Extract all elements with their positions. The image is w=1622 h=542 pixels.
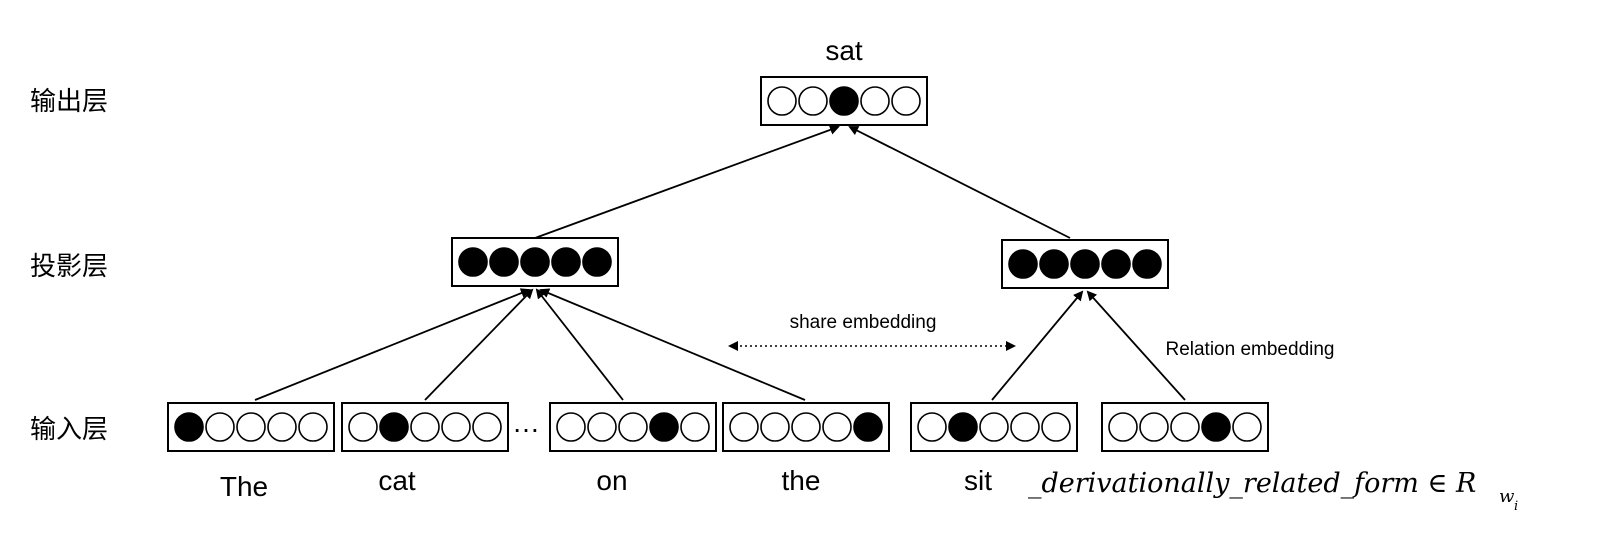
input-vector-sit-empty-cell <box>1041 412 1071 442</box>
projection-vector-right-filled-cell <box>1039 249 1069 279</box>
input-vector-the-empty-cell <box>267 412 297 442</box>
input-vector-the-lower-empty-cell <box>791 412 821 442</box>
output-vector-filled-cell <box>829 86 859 116</box>
output-vector-empty-cell <box>860 86 890 116</box>
projection-layer-label: 投影层 <box>30 252 108 282</box>
input-vector-cat-filled-cell <box>379 412 409 442</box>
formula-subscript-w: w <box>1499 486 1515 507</box>
input-vector-on <box>549 402 717 452</box>
input-word-sit: sit <box>964 465 992 496</box>
projection-vector-right-filled-cell <box>1101 249 1131 279</box>
arrow-proj-left-to-output <box>534 125 840 239</box>
input-vector-relation-empty-cell <box>1170 412 1200 442</box>
input-vector-on-filled-cell <box>649 412 679 442</box>
input-vector-cat-empty-cell <box>472 412 502 442</box>
input-vector-sit-filled-cell <box>948 412 978 442</box>
arrow-the-to-proj-left <box>254 288 531 401</box>
input-word-on: on <box>596 465 627 496</box>
input-vector-cat-empty-cell <box>441 412 471 442</box>
ellipsis: … <box>512 407 540 438</box>
projection-vector-left-filled-cell <box>458 247 488 277</box>
input-vector-sit-empty-cell <box>917 412 947 442</box>
projection-vector-right-filled-cell <box>1070 249 1100 279</box>
input-vector-the-lower-empty-cell <box>822 412 852 442</box>
input-vector-the <box>167 402 335 452</box>
input-vector-sit-empty-cell <box>1010 412 1040 442</box>
input-word-cat: cat <box>378 465 416 496</box>
projection-vector-left-filled-cell <box>489 247 519 277</box>
arrow-cat-to-proj-left <box>424 288 534 401</box>
output-vector-empty-cell <box>767 86 797 116</box>
input-vector-on-empty-cell <box>618 412 648 442</box>
input-vector-cat-empty-cell <box>348 412 378 442</box>
input-vector-on-empty-cell <box>587 412 617 442</box>
input-word-the: The <box>220 471 268 502</box>
projection-vector-left <box>451 237 619 287</box>
relation-formula: _derivationally_related_form ∈ R w i <box>1028 468 1518 514</box>
output-word: sat <box>825 35 863 66</box>
input-vector-relation-empty-cell <box>1232 412 1262 442</box>
projection-vector-right-filled-cell <box>1008 249 1038 279</box>
input-vector-sit-empty-cell <box>979 412 1009 442</box>
output-vector <box>760 76 928 126</box>
input-vector-relation-empty-cell <box>1139 412 1169 442</box>
input-vector-the-lower <box>722 402 890 452</box>
input-vector-cat <box>341 402 509 452</box>
projection-vector-left-filled-cell <box>551 247 581 277</box>
input-vector-the-lower-filled-cell <box>853 412 883 442</box>
output-vector-empty-cell <box>798 86 828 116</box>
input-vector-on-empty-cell <box>680 412 710 442</box>
input-vector-the-lower-empty-cell <box>760 412 790 442</box>
input-vector-relation <box>1101 402 1269 452</box>
input-layer-label: 输入层 <box>30 415 108 445</box>
vector-boxes <box>167 76 1269 452</box>
input-vector-relation-filled-cell <box>1201 412 1231 442</box>
projection-vector-right-filled-cell <box>1132 249 1162 279</box>
arrow-the2-to-proj-left <box>539 288 806 401</box>
input-word-the-lower: the <box>782 465 821 496</box>
connection-arrows <box>254 125 1186 401</box>
projection-vector-left-filled-cell <box>520 247 550 277</box>
input-vector-relation-empty-cell <box>1108 412 1138 442</box>
output-vector-empty-cell <box>891 86 921 116</box>
input-vector-sit <box>910 402 1078 452</box>
arrow-relation-to-proj-right <box>1086 290 1186 401</box>
input-vector-the-lower-empty-cell <box>729 412 759 442</box>
arrow-on-to-proj-left <box>535 288 624 401</box>
input-vector-on-empty-cell <box>556 412 586 442</box>
arrow-proj-right-to-output <box>848 126 1071 239</box>
share-embedding-label: share embedding <box>790 312 937 333</box>
input-vector-the-empty-cell <box>298 412 328 442</box>
formula-main: _derivationally_related_form ∈ R <box>1028 468 1476 499</box>
projection-vector-left-filled-cell <box>582 247 612 277</box>
input-vector-the-empty-cell <box>205 412 235 442</box>
arrow-sit-to-proj-right <box>991 290 1084 401</box>
formula-subscript-i: i <box>1514 499 1518 514</box>
relation-embedding-label: Relation embedding <box>1165 339 1334 360</box>
output-layer-label: 输出层 <box>30 87 108 117</box>
input-vector-the-filled-cell <box>174 412 204 442</box>
input-vector-cat-empty-cell <box>410 412 440 442</box>
input-vector-the-empty-cell <box>236 412 266 442</box>
projection-vector-right <box>1001 239 1169 289</box>
